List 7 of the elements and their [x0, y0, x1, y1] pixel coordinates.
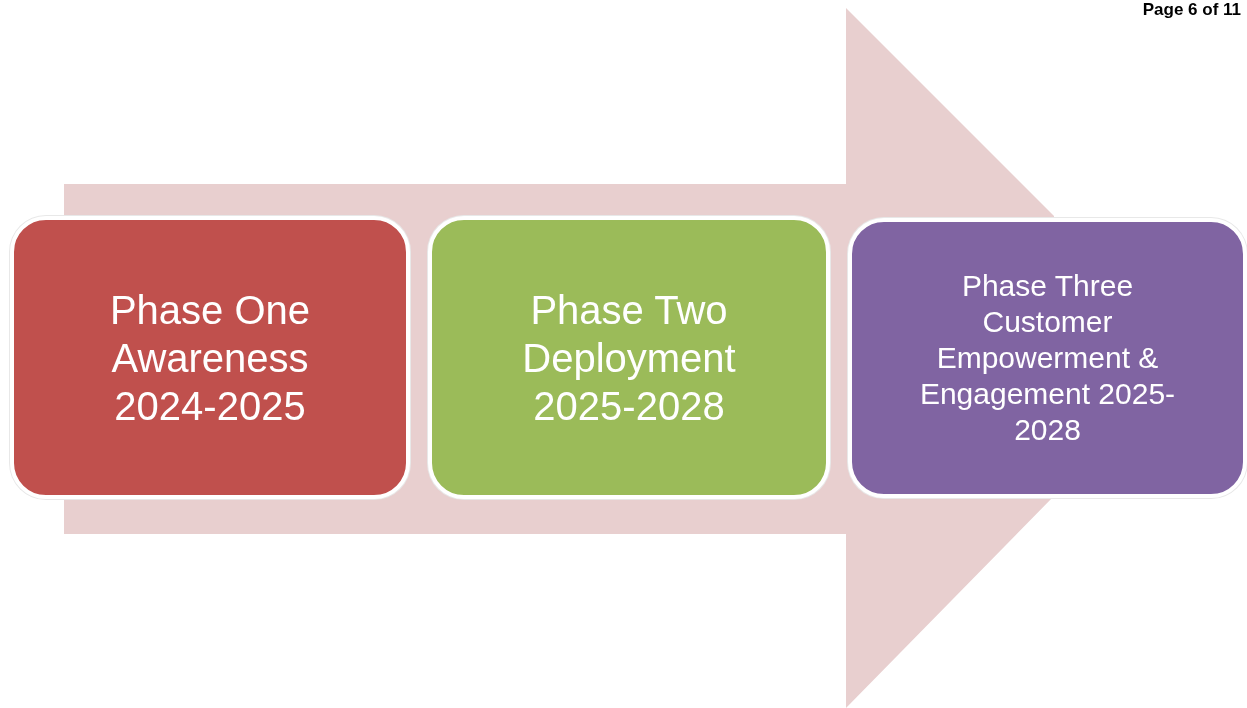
phase-label: Phase Two Deployment 2025-2028	[521, 286, 737, 430]
phase-label: Phase One Awareness 2024-2025	[108, 286, 312, 430]
phase-box	[428, 216, 830, 499]
phase-label: Phase Three Customer Empowerment & Engagement 2025-2028	[918, 268, 1177, 448]
page-number: Page 6 of 11	[1142, 0, 1241, 20]
phase-box	[10, 216, 410, 499]
phase-box	[848, 218, 1247, 498]
